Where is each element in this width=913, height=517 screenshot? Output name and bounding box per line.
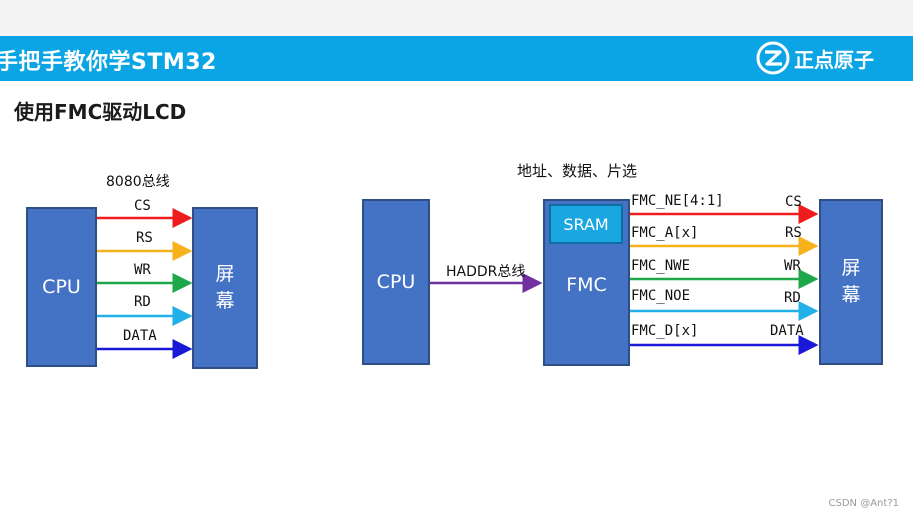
right-screen-box: 屏 幕 — [819, 199, 883, 365]
left-cpu-box: CPU — [26, 207, 97, 367]
left-signal-data: DATA — [123, 328, 157, 344]
fmc-pin-a: FMC_A[x] — [631, 225, 699, 241]
left-signal-cs: CS — [134, 198, 151, 214]
sram-box: SRAM — [549, 204, 623, 244]
left-signal-rs: RS — [136, 230, 153, 246]
fmc-pin-d: FMC_D[x] — [631, 323, 699, 339]
left-screen-box: 屏 幕 — [192, 207, 258, 369]
haddr-bus-label: HADDR总线 — [446, 264, 526, 280]
slide-subtitle: 使用FMC驱动LCD — [14, 100, 187, 124]
header-banner: 手把手教你学STM32 正点原子 — [0, 36, 913, 81]
right-signal-rd: RD — [784, 290, 801, 306]
right-top-label: 地址、数据、片选 — [517, 162, 638, 180]
left-signal-rd: RD — [134, 294, 151, 310]
right-cpu-box: CPU — [362, 199, 430, 365]
fmc-pin-nwe: FMC_NWE — [631, 258, 691, 274]
right-signal-data: DATA — [770, 323, 804, 339]
fmc-pin-noe: FMC_NOE — [631, 288, 691, 304]
brand-logo-icon — [756, 41, 790, 75]
left-signal-wr: WR — [134, 262, 151, 278]
brand-logo: 正点原子 — [756, 40, 874, 76]
course-title: 手把手教你学STM32 — [0, 50, 217, 75]
top-strip — [0, 0, 913, 36]
fmc-label: FMC — [566, 273, 607, 296]
fmc-pin-ne: FMC_NE[4:1] — [631, 193, 724, 209]
right-signal-rs: RS — [785, 225, 802, 241]
brand-logo-text: 正点原子 — [794, 47, 874, 72]
right-signal-cs: CS — [785, 194, 802, 210]
left-bus-label: 8080总线 — [106, 174, 170, 190]
watermark: CSDN @Ant?1 — [828, 498, 899, 509]
right-signal-wr: WR — [784, 258, 801, 274]
